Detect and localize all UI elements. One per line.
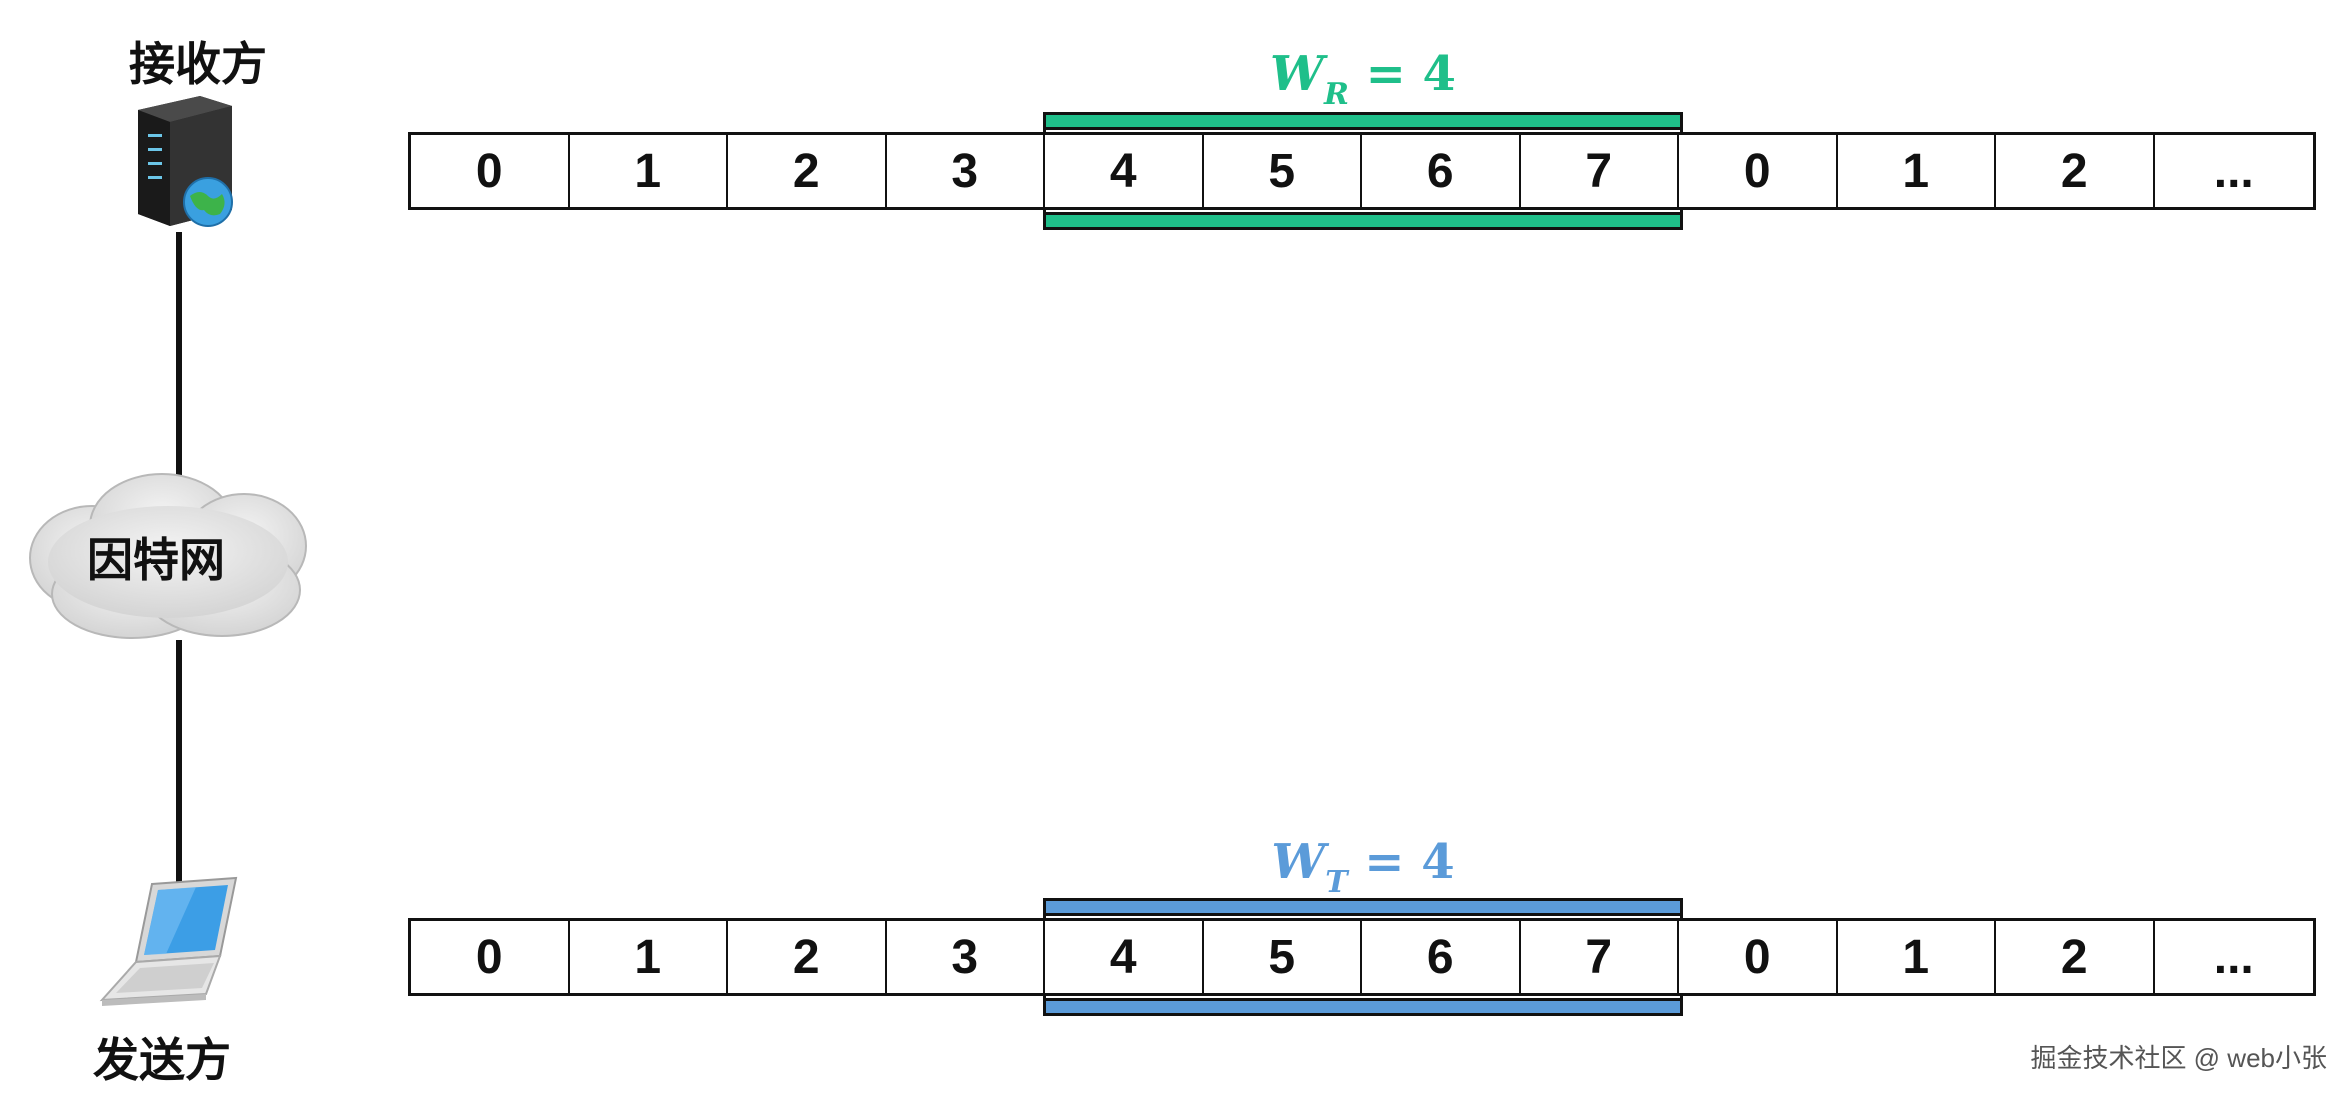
sender-seq-cell: 2 (1996, 921, 2155, 993)
sender-seq-cell: 1 (1838, 921, 1996, 993)
watermark: 掘金技术社区 @ web小张 (2030, 1043, 2327, 1073)
internet-cloud-icon (22, 466, 314, 642)
receiver-window-bottom-bar (1043, 212, 1683, 230)
sender-seq-cell: 7 (1521, 921, 1679, 993)
sender-seq-cell: 1 (570, 921, 728, 993)
receiver-seq-cell: ... (2213, 144, 2254, 198)
internet-label: 因特网 (87, 533, 225, 587)
laptop-icon (96, 876, 246, 1006)
receiver-seq-cell: 1 (570, 135, 728, 207)
receiver-seq-cell: 4 (1045, 135, 1204, 207)
sender-window-bottom-bar (1043, 998, 1683, 1016)
sender-seq-cell: 2 (728, 921, 887, 993)
receiver-window-label: WR = 4 (1270, 46, 1456, 112)
receiver-seq-cell: 3 (887, 135, 1045, 207)
sender-window: WT = 4 (1043, 834, 1683, 1016)
receiver-seq-cell: 0 (1679, 135, 1838, 207)
sender-window-top-bar (1043, 898, 1683, 916)
receiver-seq-cell: 7 (1521, 135, 1679, 207)
sender-seq-cell: ... (2213, 930, 2254, 984)
receiver-seq-cell: 6 (1362, 135, 1521, 207)
sender-seq-cell: 5 (1204, 921, 1362, 993)
server-icon (124, 92, 244, 232)
sender-sequence-strip: 0 1 2 3 4 5 6 7 0 1 2 ... (408, 918, 2316, 996)
receiver-seq-cell: 1 (1838, 135, 1996, 207)
receiver-seq-cell: 2 (728, 135, 887, 207)
receiver-seq-cell: 5 (1204, 135, 1362, 207)
receiver-window-top-bar (1043, 112, 1683, 130)
receiver-sequence-strip: 0 1 2 3 4 5 6 7 0 1 2 ... (408, 132, 2316, 210)
sender-seq-cell: 0 (1679, 921, 1838, 993)
receiver-label: 接收方 (129, 37, 267, 91)
receiver-seq-cell: 2 (1996, 135, 2155, 207)
sender-seq-cell: 6 (1362, 921, 1521, 993)
sender-seq-cell: 3 (887, 921, 1045, 993)
sender-seq-cell: 0 (411, 921, 570, 993)
sender-label: 发送方 (93, 1033, 231, 1087)
link-server-cloud (176, 232, 182, 482)
sender-window-label: WT = 4 (1271, 834, 1455, 900)
receiver-seq-cell: 0 (411, 135, 570, 207)
sender-seq-cell: 4 (1045, 921, 1204, 993)
link-cloud-laptop (176, 640, 182, 890)
